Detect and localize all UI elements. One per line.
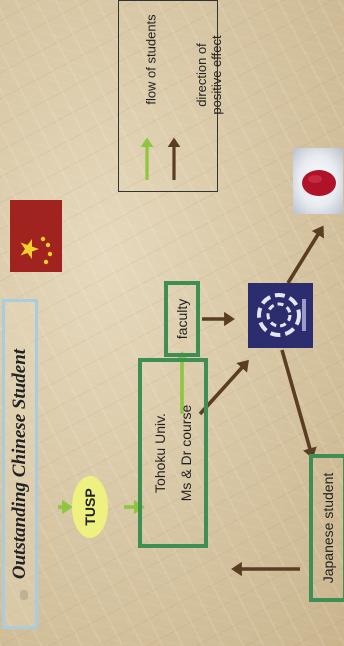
legend-box <box>118 0 218 192</box>
arrow-emblem-to-japan-badge <box>286 225 324 284</box>
tusp-ellipse: TUSP <box>72 476 108 538</box>
slide-marker-dot <box>20 590 28 600</box>
page-title: Outstanding Chinese Student <box>9 348 30 580</box>
legend-label-positive-effect-line2: positive effect <box>209 35 224 115</box>
university-name: Tohoku Univ. <box>152 413 168 493</box>
china-flag-icon <box>10 200 62 272</box>
faculty-label: faculty <box>174 298 190 340</box>
legend-label-student-flow: flow of students <box>143 14 159 105</box>
japan-flag-badge-icon <box>293 148 343 214</box>
china-flag-stars <box>20 236 53 265</box>
tusp-label: TUSP <box>82 488 98 526</box>
arrow-emblem-to-japanese-student <box>280 349 317 459</box>
title-box: Outstanding Chinese Student <box>2 299 38 629</box>
faculty-box: faculty <box>164 281 200 357</box>
university-course: Ms & Dr course <box>178 404 194 502</box>
university-box: Tohoku Univ. Ms & Dr course <box>138 358 208 548</box>
japanese-student-box: Japanese student <box>309 454 344 602</box>
legend-label-positive-effect-line1: direction of <box>194 43 209 107</box>
japanese-student-label: Japanese student <box>320 472 336 584</box>
university-emblem-icon <box>248 283 313 348</box>
